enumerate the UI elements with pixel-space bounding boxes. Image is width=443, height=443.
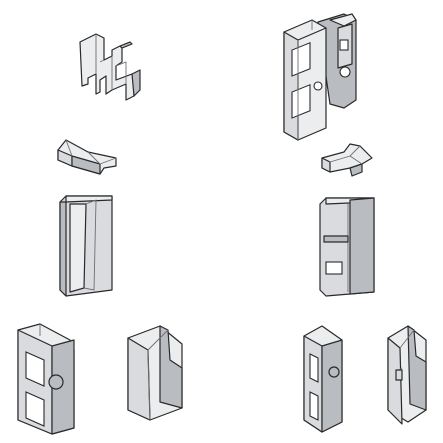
slotted-holder-icon (17, 323, 75, 435)
wedge-clip-right-icon (321, 143, 373, 177)
slotted-holder-narrow-icon (303, 325, 343, 433)
angled-cover-narrow-icon (387, 325, 427, 425)
rectangular-block-with-label-icon (319, 197, 375, 297)
angled-cover-icon (127, 325, 183, 421)
wedge-clip-left-icon (57, 139, 117, 175)
rectangular-block-icon (59, 195, 113, 297)
double-slot-holder-icon (283, 13, 357, 141)
bent-sheet-bracket-icon (79, 33, 141, 101)
